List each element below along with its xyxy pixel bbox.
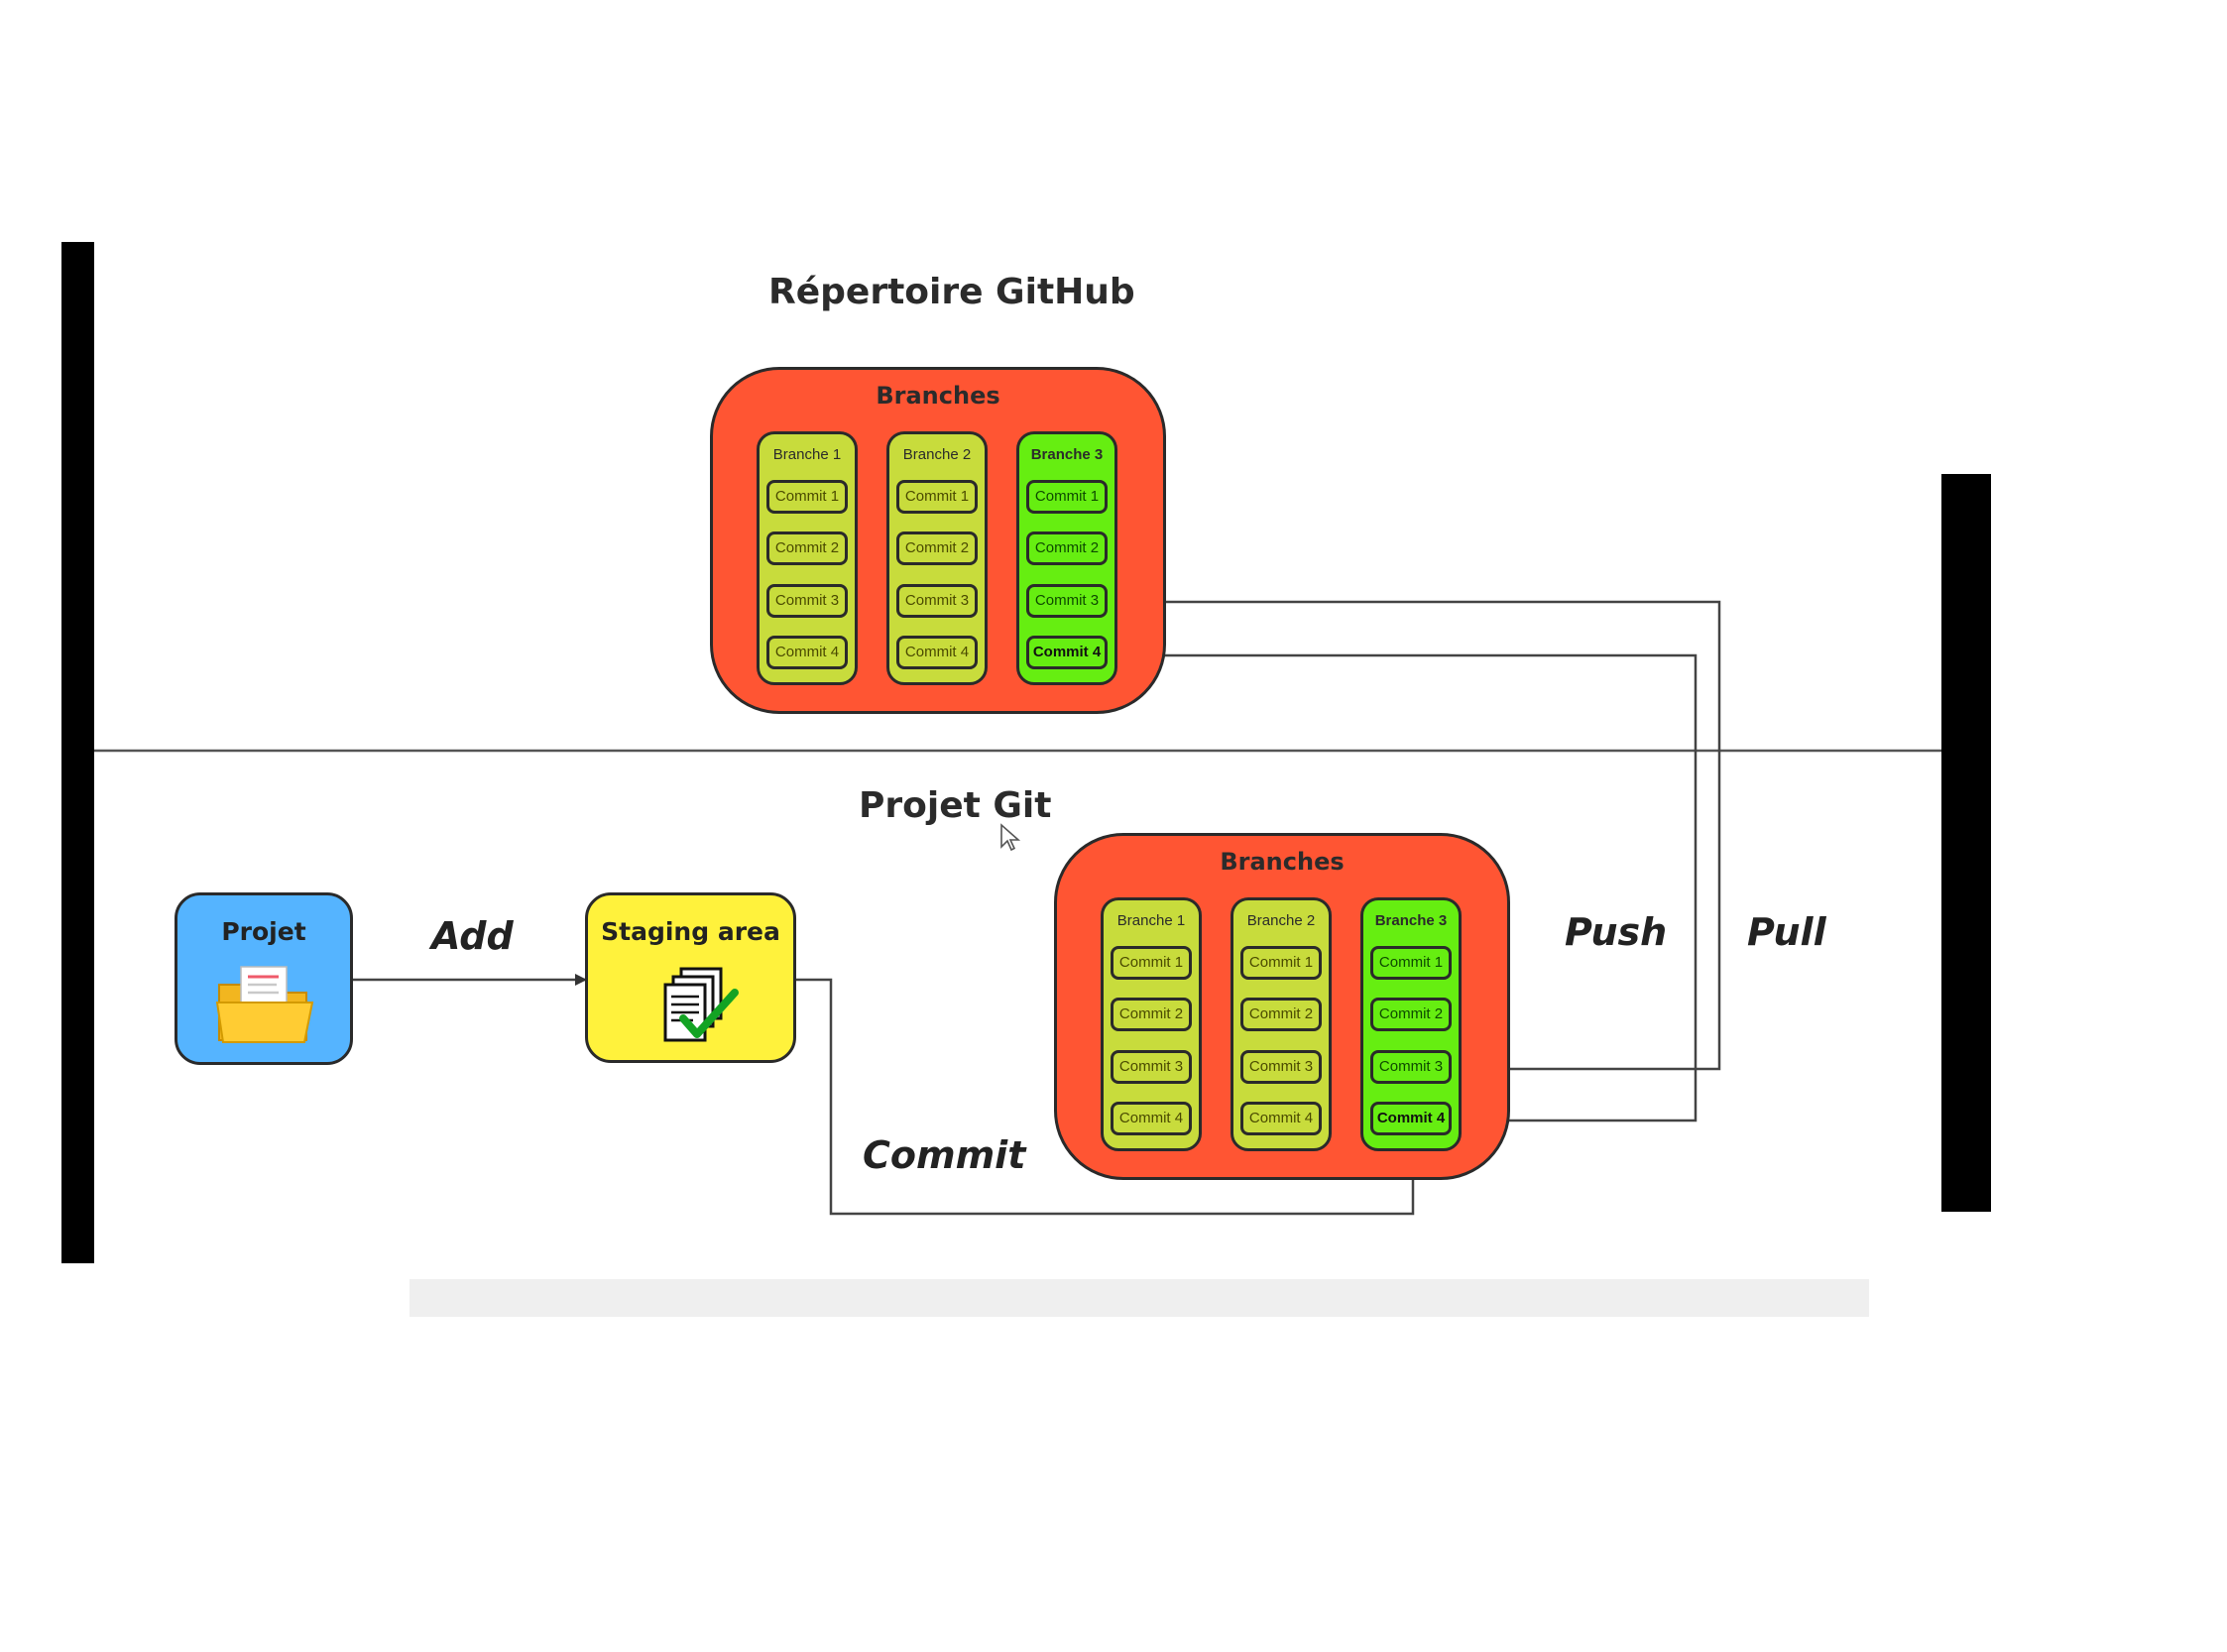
projet-node: Projet xyxy=(175,892,353,1065)
pull-arrow xyxy=(1113,649,1698,1122)
local-branch-1-commit-2: Commit 2 xyxy=(1111,998,1192,1031)
local-branch-3-commit-3: Commit 3 xyxy=(1370,1050,1452,1084)
local-branch-1-commit-3: Commit 3 xyxy=(1111,1050,1192,1084)
remote-branch-1-commit-2: Commit 2 xyxy=(766,531,848,565)
remote-branch-3-commit-1: Commit 1 xyxy=(1026,480,1108,514)
local-branch-2: Branche 2 Commit 1 Commit 2 Commit 3 Commit … xyxy=(1231,897,1332,1151)
local-branch-2-label: Branche 2 xyxy=(1246,912,1316,929)
folder-icon xyxy=(215,966,314,1043)
remote-branch-3-label: Branche 3 xyxy=(1030,446,1104,463)
remote-branches-label: Branches xyxy=(876,382,1000,410)
remote-branch-2-commit-2: Commit 2 xyxy=(896,531,978,565)
local-branch-1-commit-1: Commit 1 xyxy=(1111,946,1192,980)
remote-branch-1-commit-3: Commit 3 xyxy=(766,584,848,618)
local-branch-2-commit-4: Commit 4 xyxy=(1240,1102,1322,1135)
push-label: Push xyxy=(1565,910,1668,954)
remote-branch-3-commit-2: Commit 2 xyxy=(1026,531,1108,565)
remote-branch-1: Branche 1 Commit 1 Commit 2 Commit 3 Commit … xyxy=(757,431,858,685)
pull-label: Pull xyxy=(1747,910,1826,954)
remote-branch-2-commit-4: Commit 4 xyxy=(896,636,978,669)
local-branch-2-commit-1: Commit 1 xyxy=(1240,946,1322,980)
local-branch-3-commit-1: Commit 1 xyxy=(1370,946,1452,980)
mouse-cursor-icon xyxy=(1000,823,1021,852)
bottom-strip xyxy=(410,1279,1869,1317)
local-title: Projet Git xyxy=(859,785,1052,826)
staging-area-node: Staging area xyxy=(585,892,796,1063)
left-border-bar xyxy=(61,242,94,1263)
right-border-bar xyxy=(1941,474,1991,1212)
remote-branch-3: Branche 3 Commit 1 Commit 2 Commit 3 Commit … xyxy=(1016,431,1117,685)
remote-branch-2-label: Branche 2 xyxy=(902,446,972,463)
commit-label: Commit xyxy=(863,1133,1026,1177)
remote-branch-1-commit-4: Commit 4 xyxy=(766,636,848,669)
local-branch-1: Branche 1 Commit 1 Commit 2 Commit 3 Commit … xyxy=(1101,897,1202,1151)
documents-check-icon xyxy=(663,967,739,1042)
remote-branch-1-commit-1: Commit 1 xyxy=(766,480,848,514)
local-branch-3-label: Branche 3 xyxy=(1374,912,1448,929)
local-branch-2-commit-2: Commit 2 xyxy=(1240,998,1322,1031)
commit-arrow xyxy=(796,978,1419,1216)
local-branch-3-commit-4: Commit 4 xyxy=(1370,1102,1452,1135)
remote-repository: Branches Branche 1 Commit 1 Commit 2 Commit… xyxy=(710,367,1166,714)
local-branch-2-commit-3: Commit 3 xyxy=(1240,1050,1322,1084)
push-arrow xyxy=(1120,600,1721,1075)
add-label: Add xyxy=(431,914,514,958)
staging-area-label: Staging area xyxy=(601,917,780,946)
local-branch-1-commit-4: Commit 4 xyxy=(1111,1102,1192,1135)
remote-branch-3-commit-3: Commit 3 xyxy=(1026,584,1108,618)
remote-branch-1-label: Branche 1 xyxy=(772,446,842,463)
local-repository: Branches Branche 1 Commit 1 Commit 2 Commit… xyxy=(1054,833,1510,1180)
remote-branch-2: Branche 2 Commit 1 Commit 2 Commit 3 Commit … xyxy=(886,431,988,685)
remote-branch-2-commit-1: Commit 1 xyxy=(896,480,978,514)
local-branches-label: Branches xyxy=(1220,848,1345,876)
remote-branch-2-commit-3: Commit 3 xyxy=(896,584,978,618)
local-branch-1-label: Branche 1 xyxy=(1116,912,1186,929)
local-branch-3-commit-2: Commit 2 xyxy=(1370,998,1452,1031)
projet-label: Projet xyxy=(221,917,306,946)
remote-branch-3-commit-4: Commit 4 xyxy=(1026,636,1108,669)
local-branch-3: Branche 3 Commit 1 Commit 2 Commit 3 Commit … xyxy=(1360,897,1462,1151)
remote-title: Répertoire GitHub xyxy=(768,272,1135,312)
